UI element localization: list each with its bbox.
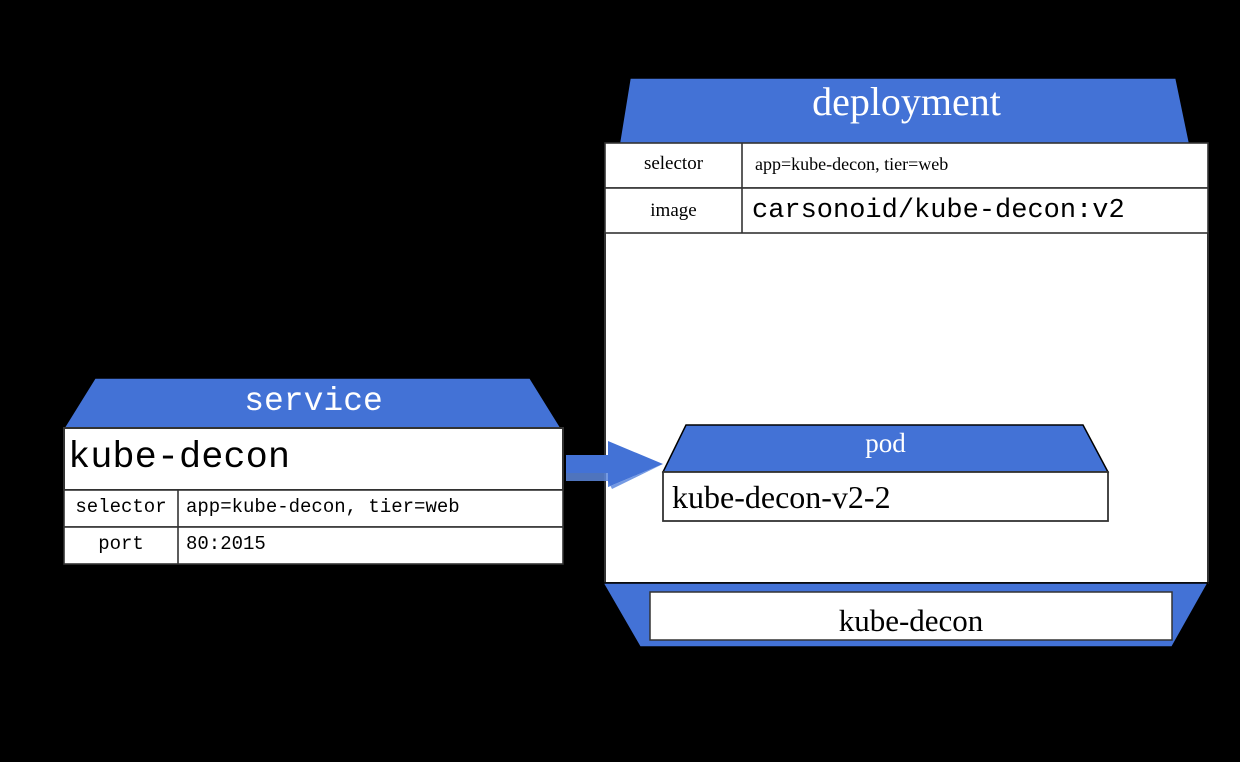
deployment-footer-label: kube-decon <box>838 603 984 638</box>
service-title: service <box>244 383 383 420</box>
right-arrow-icon-shadow <box>566 464 663 489</box>
pod-title: pod <box>865 428 906 458</box>
deployment-footer-label-box <box>649 591 1173 641</box>
deployment-selector-key: selector <box>643 153 704 174</box>
deployment-image-value: carsonoid/kube-decon:v2 <box>752 196 1125 226</box>
service-port-value: 80:2015 <box>186 533 266 555</box>
deployment-body <box>604 231 1209 584</box>
service-name-row <box>63 427 564 491</box>
service-row-port <box>63 526 564 565</box>
right-arrow-icon <box>566 441 663 487</box>
deployment-row-image <box>604 187 1209 234</box>
deployment-title: deployment <box>812 79 1001 124</box>
service-selector-value: app=kube-decon, tier=web <box>186 496 460 518</box>
service-name: kube-decon <box>68 437 291 479</box>
deployment-image-key: image <box>650 200 697 221</box>
deployment-selector-value: app=kube-decon, tier=web <box>755 154 949 174</box>
pod-name: kube-decon-v2-2 <box>672 479 891 515</box>
service-port-key: port <box>98 533 144 555</box>
service-selector-key: selector <box>75 496 167 518</box>
pod-body <box>662 471 1109 522</box>
service-row-selector <box>63 489 564 528</box>
